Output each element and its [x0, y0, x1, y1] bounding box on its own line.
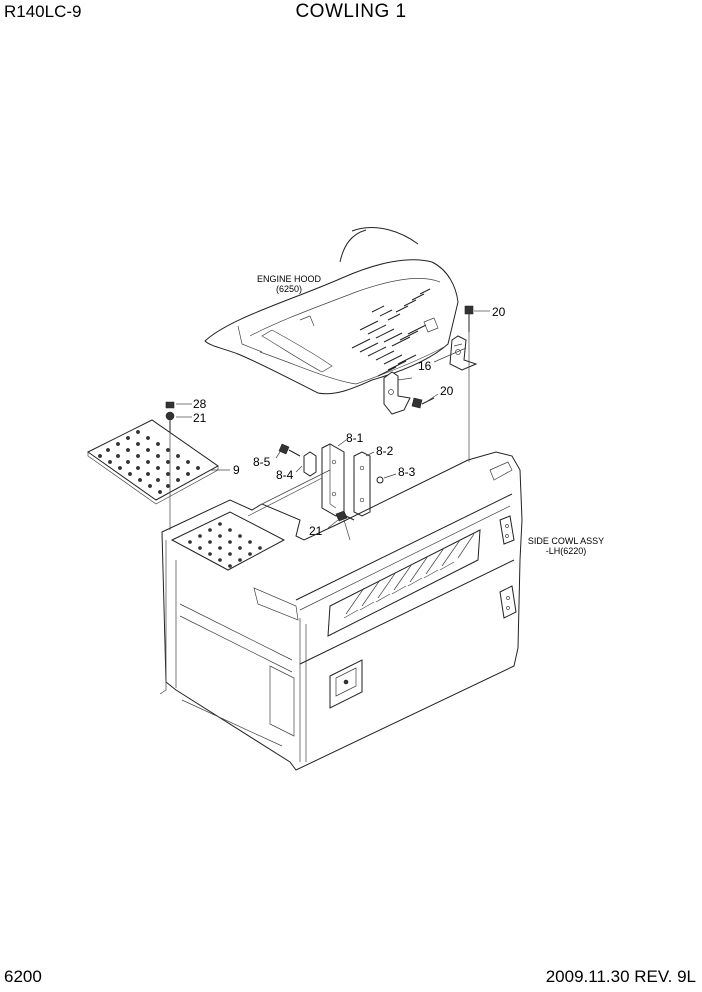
callout-21-bottom: 21	[309, 524, 323, 538]
step-plate	[87, 419, 219, 505]
nut-8-3	[376, 476, 384, 484]
bolt-28	[165, 401, 175, 432]
door-latch	[329, 659, 363, 709]
page-number: 6200	[4, 967, 42, 986]
bracket-8-4	[303, 451, 317, 477]
engine-hood	[204, 227, 459, 395]
callout-9: 9	[233, 463, 240, 477]
engine-hood-note-line1: ENGINE HOOD	[257, 274, 322, 284]
hinge-lower	[499, 585, 517, 619]
page-title: COWLING 1	[295, 1, 407, 22]
engine-hood-note-line2: (6250)	[276, 284, 302, 294]
cowl-frame	[159, 451, 523, 771]
side-louver-panel	[327, 529, 481, 637]
assembly-lines	[169, 332, 470, 541]
hinge-upper	[499, 515, 515, 545]
callout-16: 16	[418, 359, 432, 373]
hood-louvers	[351, 288, 431, 377]
callout-8-4: 8-4	[276, 468, 294, 482]
bracket-8-2	[353, 451, 371, 517]
bolt-20-mid	[411, 397, 435, 409]
bolt-20-top	[464, 305, 474, 332]
callout-8-3: 8-3	[398, 465, 416, 479]
callout-20-mid: 20	[440, 384, 454, 398]
step-area	[170, 511, 286, 571]
hood-hinge	[383, 335, 478, 415]
revision-date: 2009.11.30 REV. 9L	[545, 967, 696, 986]
model-number: R140LC-9	[4, 2, 82, 21]
side-cowl-note-line2: -LH(6220)	[546, 546, 587, 556]
bolt-8-5	[278, 443, 301, 457]
side-cowl-note-line1: SIDE COWL ASSY	[528, 536, 604, 546]
callout-8-1: 8-1	[346, 431, 364, 445]
leader-lines	[176, 310, 490, 529]
callout-8-5: 8-5	[253, 455, 271, 469]
callout-20-top: 20	[492, 305, 506, 319]
callout-21-left: 21	[193, 411, 207, 425]
callout-28: 28	[193, 397, 207, 411]
bracket-8-1	[321, 443, 345, 517]
callout-8-2: 8-2	[376, 444, 394, 458]
